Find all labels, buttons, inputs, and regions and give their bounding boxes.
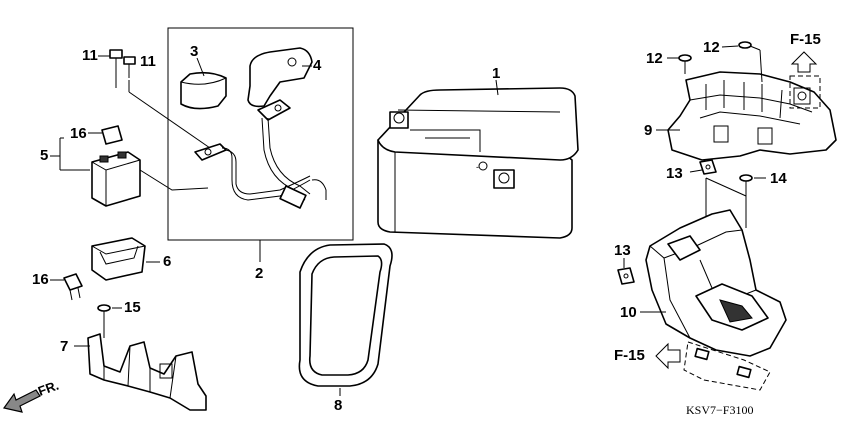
bolts-11 [109,49,136,78]
callout-14: 14 [770,170,787,187]
callout-11b: 11 [140,53,156,70]
cross-ref-bottom-label: F-15 [614,347,645,364]
callout-16b: 16 [32,271,49,288]
relay-bracket [87,333,207,411]
callout-5: 5 [40,147,48,164]
callout-4: 4 [313,57,322,74]
clip-13-upper [699,159,717,175]
callout-1: 1 [492,65,500,82]
callout-11a: 11 [82,47,98,64]
callout-2: 2 [255,265,263,282]
battery-cover [667,71,837,161]
svg-text:-: - [476,162,479,172]
cable-assembly [167,27,354,241]
callout-7: 7 [60,338,68,355]
callout-12b: 12 [703,39,720,56]
callout-9: 9 [644,122,652,139]
front-direction-label: FR. [36,378,61,399]
battery-band [298,243,393,387]
front-direction-arrow [2,389,41,413]
callout-6: 6 [163,253,171,270]
screws-12 [678,41,761,74]
callout-13b: 13 [614,242,631,259]
callout-10: 10 [620,304,637,321]
battery: - [377,87,579,239]
callout-16a: 16 [70,125,87,142]
diagram-code: KSV7−F3100 [686,403,753,417]
cross-ref-top-label: F-15 [790,31,821,48]
fuse-16 [63,273,83,301]
relay-cover [91,237,146,281]
callout-13a: 13 [666,165,683,182]
callout-8: 8 [334,397,342,414]
cross-ref-f15-bottom [655,341,771,391]
starter-relay [91,125,209,207]
callout-12a: 12 [646,50,663,67]
clip-13-lower [617,267,635,285]
screw-14 [739,174,753,196]
cross-ref-f15-top [789,51,821,109]
battery-case [645,209,787,357]
callout-15: 15 [124,299,141,316]
callout-3: 3 [190,43,198,60]
screw-15 [97,304,111,324]
